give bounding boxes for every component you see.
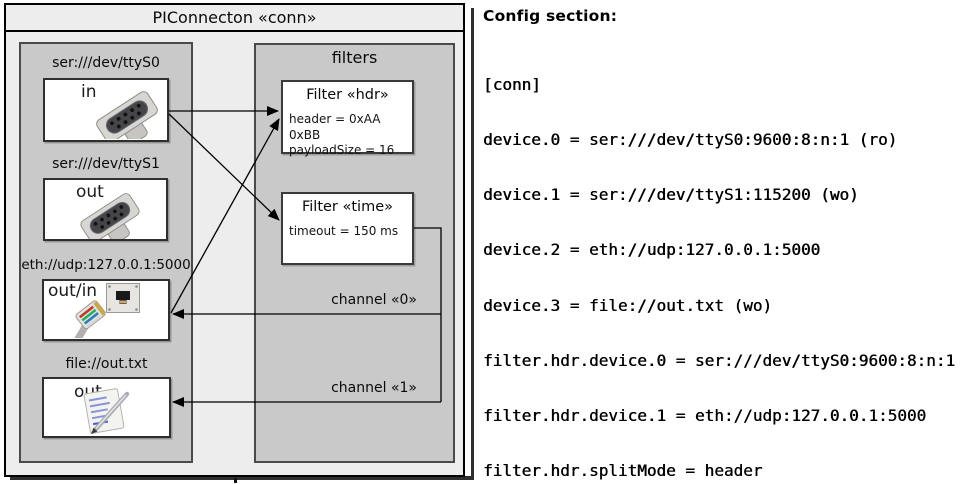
channel-1-label: channel «1» <box>331 380 417 396</box>
device-box-file: out <box>42 377 171 438</box>
wall-jack-icon <box>106 283 140 313</box>
filter-attribute: timeout = 150 ms <box>289 224 399 238</box>
frame-anchor-tick <box>234 478 237 483</box>
config-line: [conn] <box>483 74 541 94</box>
component-title: PIConnecton «conn» <box>6 5 463 32</box>
config-heading: Config section: <box>483 7 618 25</box>
notepad-pen-photo <box>83 388 130 434</box>
device-direction: in <box>81 82 97 102</box>
device-direction: out <box>76 182 104 202</box>
device-box-ttys1: out <box>43 178 168 241</box>
filter-attribute: header = 0xAA 0xBB <box>289 112 381 142</box>
filter-box-hdr: Filter «hdr» header = 0xAA 0xBB payloadS… <box>281 80 414 157</box>
config-line: filter.hdr.device.1 = eth://udp:127.0.0.… <box>483 406 927 426</box>
config-line: device.3 = file://out.txt (wo) <box>483 295 772 315</box>
config-listing: [conn] device.0 = ser:///dev/ttyS0:9600:… <box>483 39 964 484</box>
filter-box-time: Filter «time» timeout = 150 ms <box>281 192 414 265</box>
device-box-ttys0: in <box>43 78 169 142</box>
filters-panel-title: filters <box>331 48 378 67</box>
config-line: filter.hdr.splitMode = header <box>483 461 763 481</box>
device-direction: out/in <box>48 281 98 301</box>
filter-name: Filter «hdr» <box>306 87 389 103</box>
device-box-eth: out/in <box>42 279 170 341</box>
ethernet-cable-photo <box>69 300 106 338</box>
serial-connector-photo <box>80 193 140 239</box>
device-label-eth: eth://udp:127.0.0.1:5000 <box>21 257 191 273</box>
config-line: device.1 = ser:///dev/ttyS1:115200 (wo) <box>483 185 859 205</box>
serial-connector-photo <box>96 91 158 139</box>
config-line: device.2 = eth://udp:127.0.0.1:5000 <box>483 240 821 260</box>
config-line: filter.hdr.device.0 = ser:///dev/ttyS0:9… <box>483 350 956 370</box>
device-label-ttys0: ser:///dev/ttyS0 <box>52 55 160 71</box>
config-line: device.0 = ser:///dev/ttyS0:9600:8:n:1 (… <box>483 130 898 150</box>
filter-attribute: payloadSize = 16 <box>289 143 395 157</box>
device-label-ttys1: ser:///dev/ttyS1 <box>52 156 160 172</box>
device-label-file: file://out.txt <box>65 356 148 372</box>
component-frame-shadow <box>10 8 474 480</box>
filter-name: Filter «time» <box>301 199 394 215</box>
channel-0-label: channel «0» <box>331 292 417 308</box>
